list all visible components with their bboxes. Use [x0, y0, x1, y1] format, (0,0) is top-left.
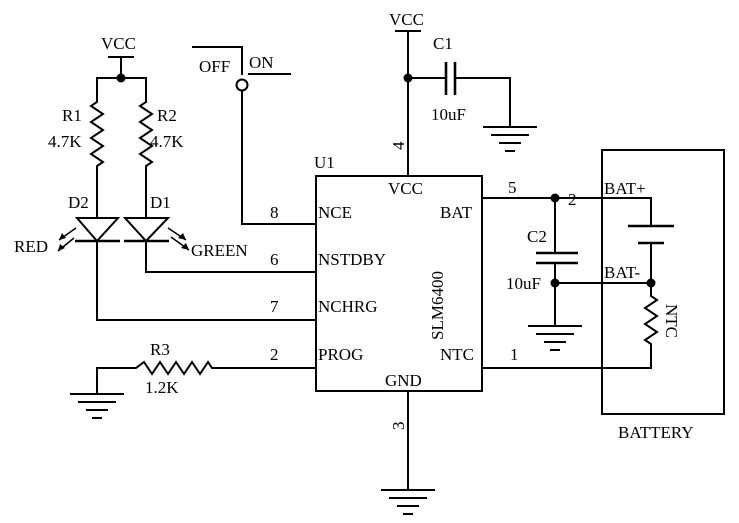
pin-num-nchrg: 7 — [270, 297, 279, 316]
ic-part-number: SLM6400 — [428, 271, 447, 340]
battery-neg-label: BAT- — [604, 263, 641, 282]
switch-off-on: OFF ON — [192, 46, 317, 225]
pin-name-nchrg: NCHRG — [318, 297, 378, 316]
ground-c2-icon — [528, 325, 582, 351]
led-d1-green: D1 GREEN — [122, 193, 248, 273]
thermistor-ntc: NTC — [643, 282, 681, 369]
r2-ref: R2 — [157, 106, 177, 125]
switch-off-label: OFF — [199, 57, 230, 76]
battery-node-pos: 2 — [568, 190, 577, 209]
vcc-top-label: VCC — [389, 10, 424, 29]
d2-color-label: RED — [14, 237, 48, 256]
resistor-r1: R1 4.7K — [48, 77, 105, 219]
c2-value: 10uF — [506, 274, 541, 293]
battery-pos-label: BAT+ — [604, 179, 646, 198]
pin-name-prog: PROG — [318, 345, 363, 364]
r2-value: 4.7K — [150, 132, 184, 151]
pin-num-vcc: 4 — [389, 141, 408, 150]
capacitor-c1: C1 10uF — [407, 34, 511, 127]
vcc-left-label: VCC — [101, 34, 136, 53]
switch-on-label: ON — [249, 53, 274, 72]
pin-name-ntc: NTC — [440, 345, 474, 364]
ground-ic-icon — [381, 489, 435, 515]
d1-color-label: GREEN — [191, 241, 248, 260]
pin-name-bat: BAT — [440, 203, 473, 222]
ic-ref: U1 — [314, 153, 335, 172]
c1-value: 10uF — [431, 105, 466, 124]
r1-ref: R1 — [62, 106, 82, 125]
r3-value: 1.2K — [145, 378, 179, 397]
battery-enclosure — [601, 149, 725, 415]
resistor-r2: R2 4.7K — [138, 77, 184, 219]
battery-pack: BATTERY BAT+ BAT- — [601, 149, 725, 442]
pin-name-nce: NCE — [318, 203, 352, 222]
vcc-top-supply: VCC — [389, 10, 424, 177]
c2-ref: C2 — [527, 227, 547, 246]
ic-u1: U1 SLM6400 VCC NCE NSTDBY NCHRG PROG BAT… — [314, 153, 483, 392]
pin-name-vcc: VCC — [388, 179, 423, 198]
vcc-left-supply: VCC — [96, 34, 147, 83]
d1-ref: D1 — [150, 193, 171, 212]
pin-num-nce: 8 — [270, 203, 279, 222]
d2-ref: D2 — [68, 193, 89, 212]
ground-r3-icon — [70, 393, 124, 419]
r1-value: 4.7K — [48, 132, 82, 151]
pin-num-ntc: 1 — [510, 345, 519, 364]
resistor-r3: R3 1.2K — [96, 340, 317, 397]
ground-c1-icon — [483, 126, 537, 152]
r3-ref: R3 — [150, 340, 170, 359]
pin-name-gnd: GND — [385, 371, 422, 390]
pin-name-nstdby: NSTDBY — [318, 250, 386, 269]
battery-label: BATTERY — [618, 423, 694, 442]
pin-num-gnd: 3 — [389, 422, 408, 431]
pin-num-nstdby: 6 — [270, 250, 279, 269]
ntc-label: NTC — [662, 304, 681, 338]
pin-num-prog: 2 — [270, 345, 279, 364]
ic-body — [315, 175, 483, 392]
led-d2-red: D2 RED — [14, 193, 121, 321]
c1-ref: C1 — [433, 34, 453, 53]
pin-num-bat: 5 — [508, 178, 517, 197]
capacitor-c2: C2 10uF — [506, 197, 578, 326]
